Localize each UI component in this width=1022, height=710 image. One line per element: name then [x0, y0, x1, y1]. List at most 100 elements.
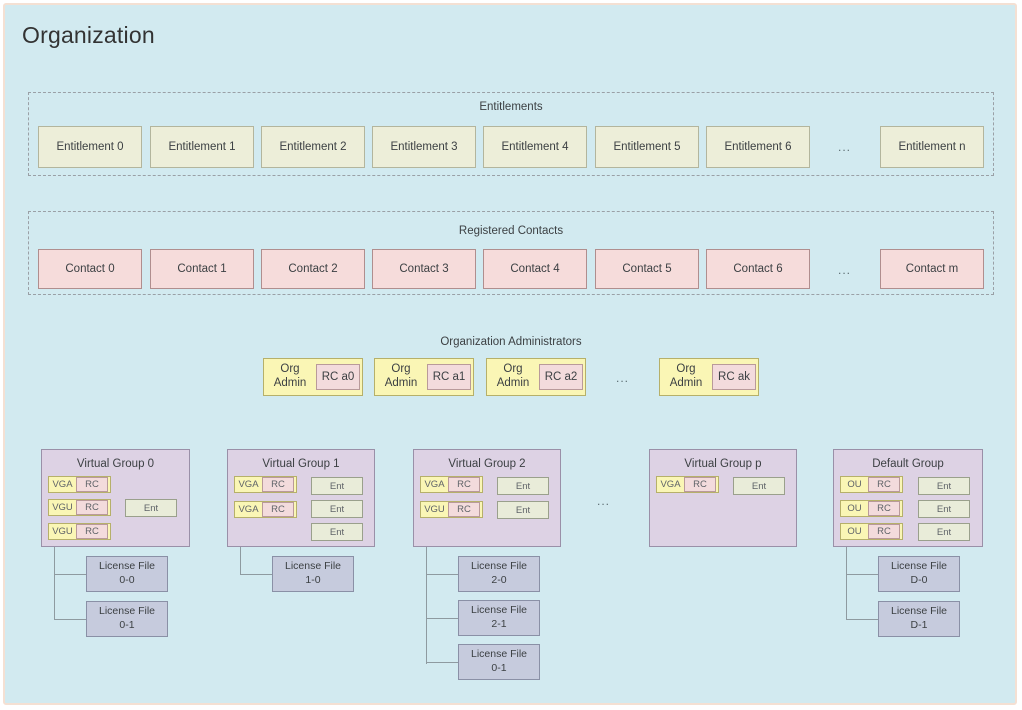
group-member-role: OU: [847, 479, 862, 490]
virtual-group-box[interactable]: Virtual Group 2: [413, 449, 561, 547]
org-admin-role: Org Admin: [264, 363, 316, 391]
org-admin-contact[interactable]: RC a2: [539, 364, 583, 390]
group-member-contact[interactable]: RC: [684, 477, 716, 492]
org-admin-contact[interactable]: RC ak: [712, 364, 756, 390]
license-file[interactable]: License File D-1: [878, 601, 960, 637]
org-admin-card[interactable]: Org Admin RC a1: [374, 358, 474, 396]
group-member[interactable]: OU RC: [840, 500, 903, 517]
license-file-line1: License File: [470, 648, 528, 661]
license-file-line2: 1-0: [305, 574, 321, 586]
virtual-group-box[interactable]: Virtual Group p: [649, 449, 797, 547]
license-file[interactable]: License File 2-1: [458, 600, 540, 636]
group-member[interactable]: VGA RC: [234, 476, 297, 493]
entitlement-chip[interactable]: Entitlement 0: [38, 126, 142, 168]
license-file[interactable]: License File 0-0: [86, 556, 168, 592]
group-member-contact[interactable]: RC: [76, 500, 108, 515]
contact-chip[interactable]: Contact 6: [706, 249, 810, 289]
org-admin-role-line1: Org: [503, 363, 523, 376]
connector: [426, 547, 427, 664]
org-admin-card[interactable]: Org Admin RC a0: [263, 358, 363, 396]
org-admin-role-line1: Org: [280, 363, 300, 376]
group-entitlement[interactable]: Ent: [497, 501, 549, 519]
org-admin-role-line2: Admin: [273, 377, 307, 389]
registered-contacts-section: [28, 211, 994, 295]
entitlement-label: Entitlement 3: [390, 140, 458, 153]
group-entitlement[interactable]: Ent: [311, 523, 363, 541]
contact-label: Contact 6: [733, 262, 783, 275]
entitlement-chip[interactable]: Entitlement 2: [261, 126, 365, 168]
entitlement-chip[interactable]: Entitlement 3: [372, 126, 476, 168]
group-member-contact[interactable]: RC: [868, 477, 900, 492]
contact-label: Contact 1: [177, 262, 227, 275]
license-file[interactable]: License File 1-0: [272, 556, 354, 592]
group-member[interactable]: OU RC: [840, 476, 903, 493]
entitlements-section: [28, 92, 994, 176]
group-member[interactable]: OU RC: [840, 523, 903, 540]
contact-label: Contact 2: [288, 262, 338, 275]
contact-chip[interactable]: Contact 1: [150, 249, 254, 289]
org-admin-role: Org Admin: [660, 363, 712, 391]
group-member-contact[interactable]: RC: [868, 501, 900, 516]
group-member-contact[interactable]: RC: [868, 524, 900, 539]
contact-chip[interactable]: Contact 5: [595, 249, 699, 289]
group-member[interactable]: VGU RC: [420, 501, 483, 518]
group-member-role: OU: [847, 503, 862, 514]
group-member-contact[interactable]: RC: [448, 502, 480, 517]
group-member[interactable]: VGU RC: [48, 499, 111, 516]
group-member-contact[interactable]: RC: [76, 524, 108, 539]
page-title: Organization: [22, 22, 155, 48]
license-file-line1: License File: [470, 560, 528, 573]
entitlement-label: Entitlement 5: [613, 140, 681, 153]
group-member[interactable]: VGA RC: [656, 476, 719, 493]
contact-chip[interactable]: Contact 0: [38, 249, 142, 289]
group-entitlement[interactable]: Ent: [497, 477, 549, 495]
license-file[interactable]: License File 0-1: [458, 644, 540, 680]
group-entitlement[interactable]: Ent: [311, 500, 363, 518]
connector: [240, 547, 241, 575]
contact-label: Contact 0: [65, 262, 115, 275]
license-file[interactable]: License File 0-1: [86, 601, 168, 637]
entitlements-ellipsis: ...: [838, 140, 852, 154]
org-admin-contact[interactable]: RC a0: [316, 364, 360, 390]
group-member[interactable]: VGA RC: [234, 501, 297, 518]
contact-chip[interactable]: Contact 4: [483, 249, 587, 289]
group-entitlement[interactable]: Ent: [918, 477, 970, 495]
virtual-group-title: Virtual Group p: [684, 458, 762, 470]
group-member[interactable]: VGU RC: [48, 523, 111, 540]
org-admin-contact[interactable]: RC a1: [427, 364, 471, 390]
org-admin-card[interactable]: Org Admin RC a2: [486, 358, 586, 396]
group-member[interactable]: VGA RC: [48, 476, 111, 493]
group-member-contact[interactable]: RC: [262, 477, 294, 492]
license-file[interactable]: License File D-0: [878, 556, 960, 592]
entitlement-chip[interactable]: Entitlement 1: [150, 126, 254, 168]
group-entitlement[interactable]: Ent: [733, 477, 785, 495]
license-file-line2: 0-1: [119, 619, 135, 631]
license-file-line1: License File: [284, 560, 342, 573]
group-member-contact[interactable]: RC: [262, 502, 294, 517]
license-file-line2: 2-0: [491, 574, 507, 586]
group-member-contact[interactable]: RC: [448, 477, 480, 492]
entitlement-chip[interactable]: Entitlement 4: [483, 126, 587, 168]
entitlement-chip[interactable]: Entitlement 5: [595, 126, 699, 168]
license-file[interactable]: License File 2-0: [458, 556, 540, 592]
virtual-group-title: Virtual Group 1: [262, 458, 340, 470]
contact-chip[interactable]: Contact m: [880, 249, 984, 289]
entitlement-chip[interactable]: Entitlement 6: [706, 126, 810, 168]
license-file-line1: License File: [98, 560, 156, 573]
virtual-group-title: Virtual Group 2: [448, 458, 526, 470]
default-group-title: Default Group: [872, 458, 944, 470]
org-admin-role-line2: Admin: [384, 377, 418, 389]
group-member-contact[interactable]: RC: [76, 477, 108, 492]
group-entitlement[interactable]: Ent: [311, 477, 363, 495]
license-file-line2: D-0: [910, 574, 928, 586]
entitlement-chip[interactable]: Entitlement n: [880, 126, 984, 168]
contact-chip[interactable]: Contact 2: [261, 249, 365, 289]
group-entitlement[interactable]: Ent: [918, 500, 970, 518]
contact-chip[interactable]: Contact 3: [372, 249, 476, 289]
group-entitlement[interactable]: Ent: [918, 523, 970, 541]
group-member[interactable]: VGA RC: [420, 476, 483, 493]
org-admin-role-line2: Admin: [669, 377, 703, 389]
org-admin-card[interactable]: Org Admin RC ak: [659, 358, 759, 396]
group-entitlement[interactable]: Ent: [125, 499, 177, 517]
entitlement-label: Entitlement 6: [724, 140, 792, 153]
